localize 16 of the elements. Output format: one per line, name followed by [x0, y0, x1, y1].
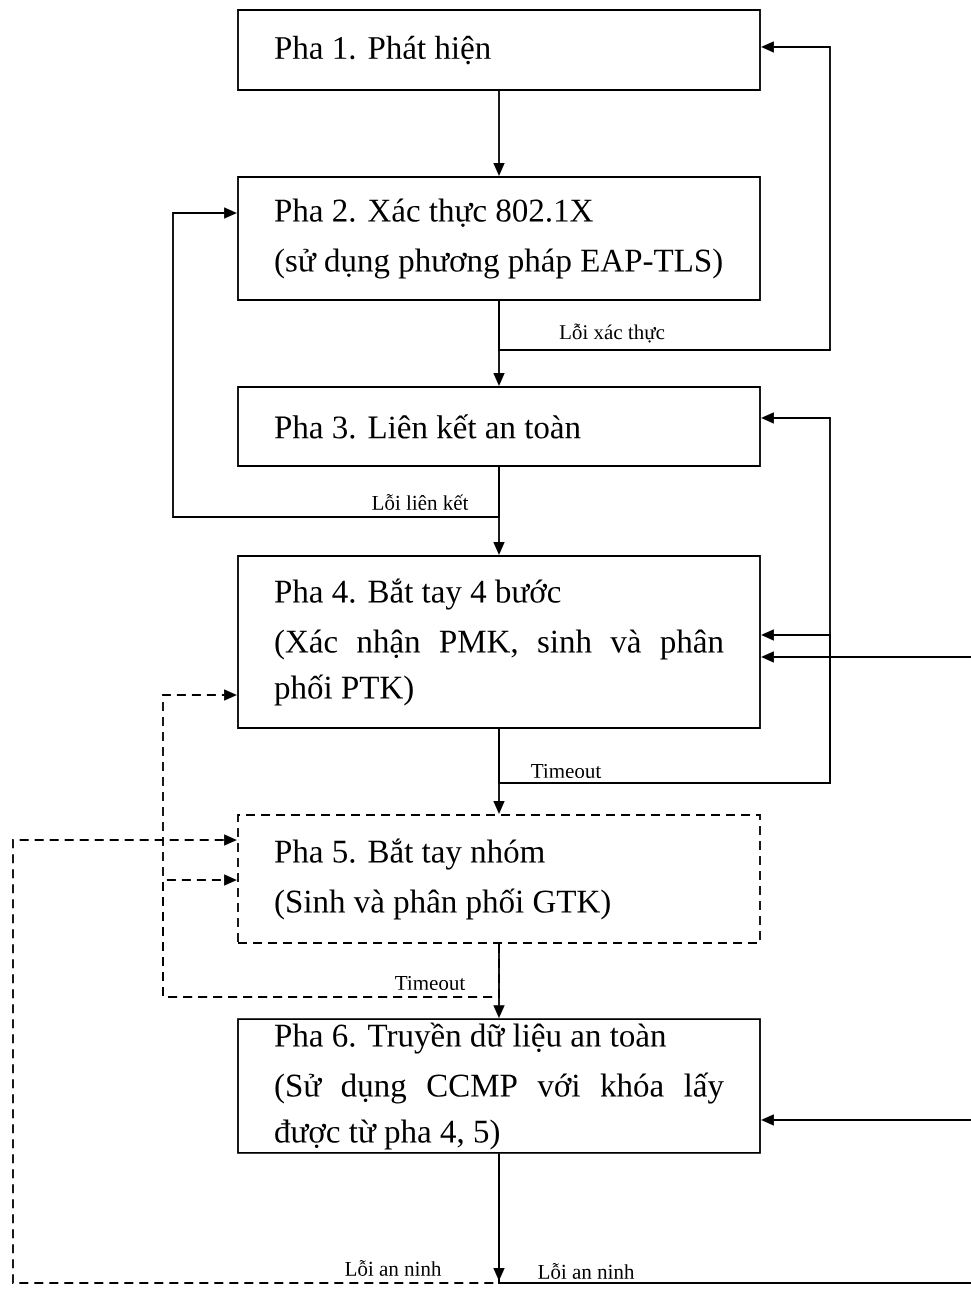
edge-label: Timeout — [393, 974, 467, 992]
edge-label: Lỗi an ninh — [536, 1262, 636, 1280]
arrow — [498, 41, 831, 351]
arrow — [498, 629, 831, 784]
process-box: Pha 2. Xác thực 802.1X (sử dụng phương pháp EAP-TLS) — [237, 176, 761, 301]
edge-label: Timeout — [529, 762, 603, 780]
process-box: Pha 1. Phát hiện — [237, 9, 761, 91]
dashed-arrow — [162, 874, 500, 998]
process-box: Pha 6. Truyền dữ liệu an toàn (Sử dụng CCMP với khóa lấy được từ pha 4, 5) — [237, 1018, 761, 1154]
arrow — [172, 207, 500, 518]
process-box: Pha 3. Liên kết an toàn — [237, 386, 761, 467]
edge-label: Lỗi xác thực — [558, 322, 666, 344]
edge-label: Lỗi an ninh — [343, 1259, 443, 1277]
edge-label: Lỗi liên kết — [370, 493, 470, 511]
process-box: Pha 4. Bắt tay 4 bước (Xác nhận PMK, sinh và phân phối PTK) — [237, 555, 761, 729]
process-box: Pha 5. Bắt tay nhóm (Sinh và phân phối GTK) — [237, 814, 761, 944]
